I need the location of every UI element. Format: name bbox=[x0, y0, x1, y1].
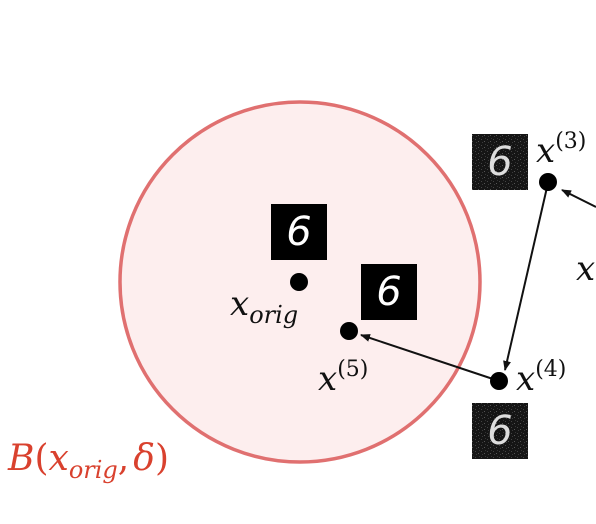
label-x4: x(4) bbox=[516, 357, 566, 399]
label-x5: x(5) bbox=[318, 357, 368, 399]
point-x-orig bbox=[290, 273, 308, 291]
digit-thumbnail-x4: 6 bbox=[472, 403, 528, 459]
arrow-x4-to-x5 bbox=[360, 334, 500, 382]
digit-thumbnail-orig-glyph: 6 bbox=[286, 209, 311, 255]
digit-thumbnail-x3: 6 bbox=[472, 134, 528, 190]
arrow-partial-to-x3 bbox=[561, 189, 596, 208]
label-x-orig: xorig bbox=[230, 284, 298, 329]
point-x4 bbox=[490, 372, 508, 390]
label-ball: B(xorig,δ) bbox=[7, 438, 169, 484]
digit-thumbnail-x4-glyph: 6 bbox=[487, 408, 512, 454]
arrow-x3-to-x4 bbox=[503, 182, 549, 371]
digit-thumbnail-x5-glyph: 6 bbox=[376, 269, 401, 315]
digit-thumbnail-x3-glyph: 6 bbox=[487, 139, 512, 185]
digit-thumbnail-orig: 6 bbox=[271, 204, 327, 260]
label-x-partial: x bbox=[576, 249, 595, 289]
digit-thumbnail-x5: 6 bbox=[361, 264, 417, 320]
point-x3 bbox=[539, 173, 557, 191]
label-x3: x(3) bbox=[536, 129, 586, 171]
point-x5 bbox=[340, 322, 358, 340]
